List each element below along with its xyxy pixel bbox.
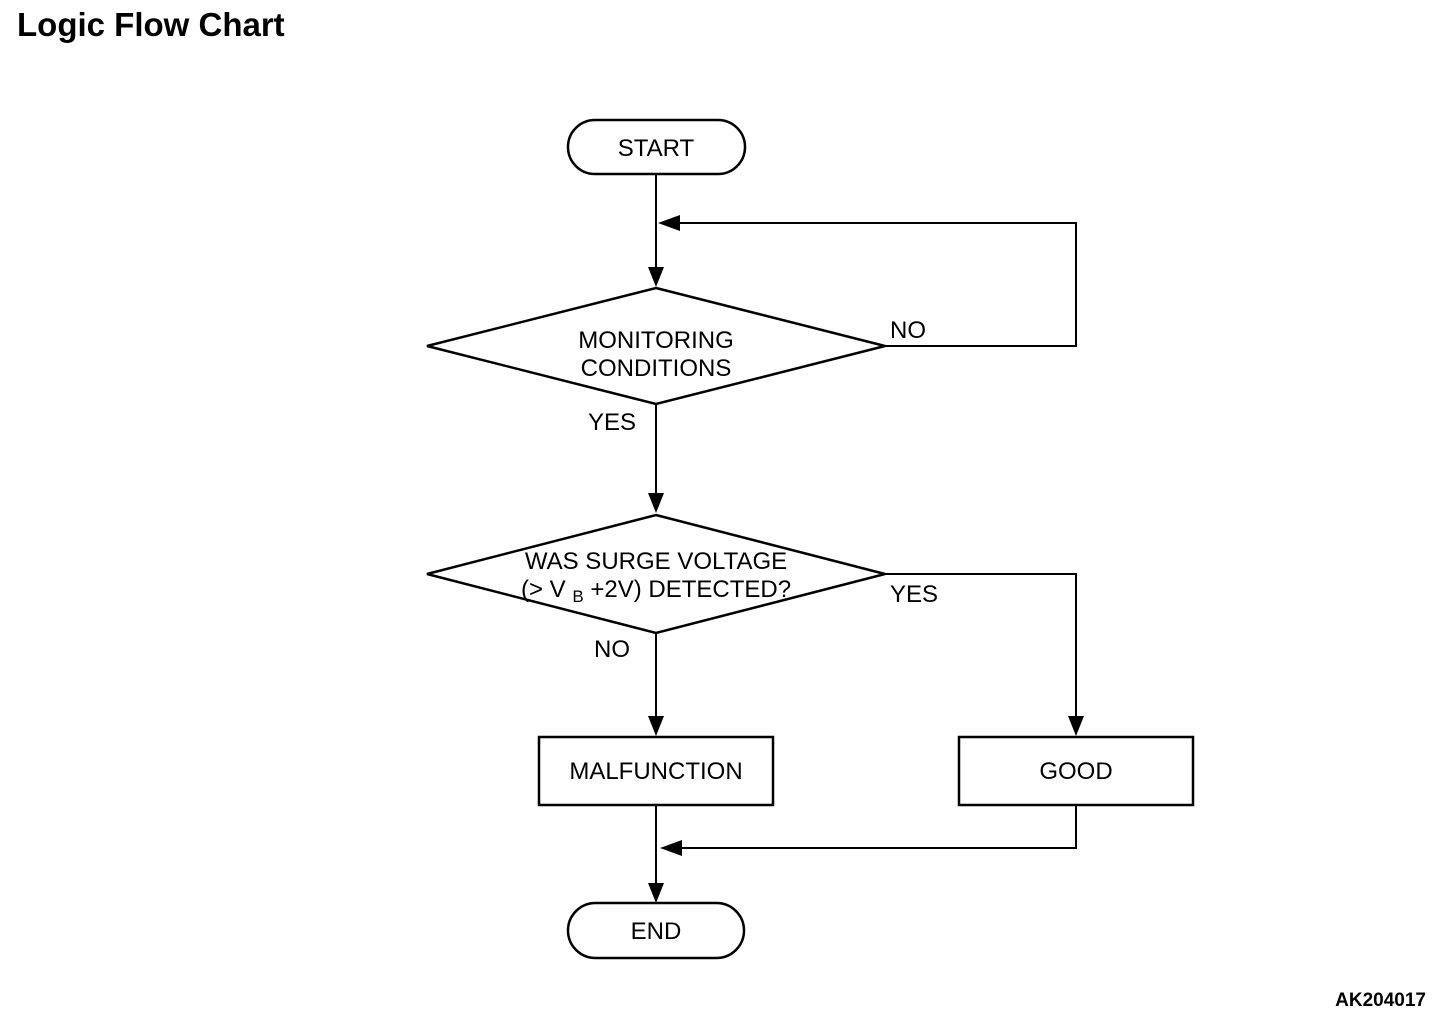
end-node: END [566, 901, 746, 960]
page-title: Logic Flow Chart [17, 6, 285, 43]
edge-label-monitoring-no: NO [890, 317, 926, 344]
edge-surge-yes-line [885, 573, 1077, 717]
decision-monitoring-conditions-shape [426, 286, 886, 406]
start-node-label: START [618, 135, 695, 162]
malfunction-node-shape [537, 735, 775, 807]
decision-monitoring-line1: MONITORING [578, 327, 734, 354]
arrow-down-into-malfunction-icon [648, 716, 664, 736]
start-node: START [566, 118, 747, 176]
arrow-down-into-good-icon [1068, 716, 1084, 736]
edge-malfunction-to-end [648, 805, 664, 903]
decision-surge-line2-subscript: B [572, 587, 583, 606]
edge-monitoring-yes: YES [588, 404, 664, 513]
decision-monitoring-conditions: MONITORING CONDITIONS [426, 286, 886, 406]
arrow-left-merge-icon [660, 840, 682, 856]
decision-surge-voltage-shape [426, 513, 886, 635]
good-node-label: GOOD [1039, 758, 1112, 785]
end-node-label: END [631, 918, 682, 945]
figure-code: AK204017 [1335, 990, 1426, 1011]
edge-good-to-merge [660, 805, 1077, 856]
decision-surge-line2-pre: (> V [521, 576, 566, 603]
start-node-shape [566, 118, 747, 176]
edge-surge-yes: YES [885, 573, 1084, 736]
edge-surge-no: NO [594, 633, 664, 736]
decision-monitoring-line2: CONDITIONS [581, 355, 732, 382]
decision-surge-line1: WAS SURGE VOLTAGE [525, 548, 787, 575]
edge-monitoring-no-loop-line [680, 222, 1077, 347]
arrow-down-into-surge-icon [648, 493, 664, 513]
edge-monitoring-no-loop: NO [658, 215, 1077, 347]
good-node-shape [957, 735, 1195, 807]
decision-surge-voltage: WAS SURGE VOLTAGE (> V B +2V) DETECTED? [426, 513, 886, 635]
edge-label-monitoring-yes: YES [588, 409, 636, 436]
malfunction-node-label: MALFUNCTION [569, 758, 742, 785]
good-node: GOOD [957, 735, 1195, 807]
arrow-down-into-monitoring-icon [648, 267, 664, 287]
edge-start-to-monitoring [648, 174, 664, 287]
edge-label-surge-yes: YES [890, 581, 938, 608]
arrow-left-loop-return-icon [658, 215, 680, 231]
decision-surge-line2-post: +2V) DETECTED? [590, 576, 791, 603]
arrow-down-into-end-icon [648, 883, 664, 903]
edge-label-surge-no: NO [594, 636, 630, 663]
decision-surge-line2: (> V B +2V) DETECTED? [521, 576, 791, 608]
malfunction-node: MALFUNCTION [537, 735, 775, 807]
edge-good-to-merge-line [682, 805, 1077, 849]
end-node-shape [566, 901, 746, 960]
